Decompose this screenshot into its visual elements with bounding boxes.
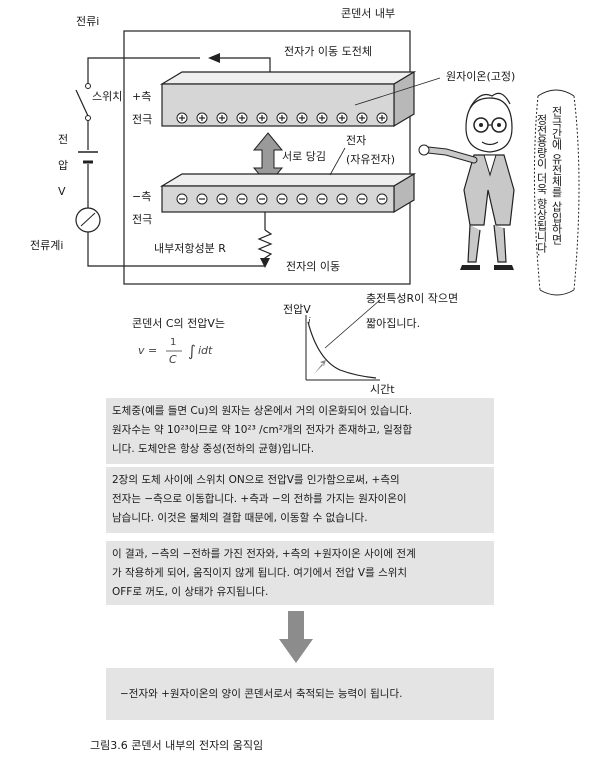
capacitor-diagram: v = 1 C ∫ idt i (75, 30, 580, 381)
paragraph-1: 도체중(예를 들면 Cu)의 원자는 상온에서 거의 이온화되어 있습니다. 원… (106, 398, 494, 464)
plus-electrode-label: 전극 (132, 113, 153, 126)
switch-label: 스위치 (92, 90, 123, 103)
capacitor-inside-title: 콘덴서 내부 (341, 7, 396, 20)
speech-text-line2: 정전용량이 더욱 향상됩니다. (535, 114, 548, 257)
ammeter-label: 전류계i (30, 239, 64, 252)
attraction-label: 서로 당김 (282, 150, 326, 163)
formula-integral: ∫ (188, 342, 196, 360)
formula-numerator: 1 (170, 337, 176, 348)
voltage-label-2: 압 (58, 159, 69, 172)
speech-bubble (533, 95, 580, 291)
capacitor-enclosure (123, 30, 411, 285)
professor-character-icon (418, 92, 515, 270)
electron-flow-arrow-icon (260, 258, 270, 268)
paragraph-1-line-2: 원자수는 약 10²³이므로 약 10²³ /cm²개의 전자가 존재하고, 일… (112, 424, 413, 436)
switch-contact-top (85, 83, 91, 89)
resistor-icon (257, 229, 273, 266)
conclusion-text: −전자와 +원자이온의 양이 콘덴서로서 축적되는 능력이 됩니다. (120, 688, 403, 700)
paragraph-2-line-1: 2장의 도체 사이에 스위치 ON으로 전압V를 인가함으로써, +측의 (112, 474, 400, 486)
current-label: 전류i (76, 15, 100, 28)
ammeter-needle (80, 212, 96, 227)
paragraph-3-line-2: 가 작용하게 되어, 움직이지 않게 됩니다. 여기에서 전압 V를 스위치 (112, 567, 408, 579)
paragraph-3-line-1: 이 결과, −측의 −전하를 가진 전자와, +측의 +원자이온 사이에 전계 (112, 548, 416, 560)
formula-v: v = (138, 344, 157, 357)
paragraph-3-line-3: OFF로 꺼도, 이 상태가 유지됩니다. (112, 586, 269, 598)
leader-atom-ion (354, 77, 441, 106)
wire-top (87, 57, 200, 84)
minus-plate-top-face (159, 173, 417, 187)
speech-bubble-ends (537, 89, 575, 296)
figure-caption: 그림3.6 콘덴서 내부의 전자의 움직임 (90, 739, 264, 752)
electron-move-conductor-label: 전자가 이동 도전체 (284, 45, 372, 58)
internal-resistance-label: 내부저항성분 R (154, 242, 226, 255)
free-electron-label: (자유전자) (346, 153, 396, 166)
electron-row (176, 193, 388, 205)
charge-note-label-2: 짧아집니다. (366, 317, 421, 330)
paragraph-2-line-2: 전자는 −측으로 이동합니다. +측과 −의 전하를 가지는 원자이온이 (112, 493, 407, 505)
paragraph-2-line-3: 남습니다. 이것은 물체의 결합 때문에, 이동할 수 없습니다. (112, 512, 368, 524)
charge-note-label: 충전특성R이 작으면 (366, 292, 459, 305)
plus-plate-top-face (159, 71, 417, 85)
graph-ylabel: 전압V (283, 303, 311, 316)
wire-bottom (87, 232, 265, 267)
atom-ion-row (176, 112, 388, 124)
paragraph-1-line-1: 도체중(예를 들면 Cu)의 원자는 상온에서 거의 이온화되어 있습니다. (112, 405, 413, 417)
formula-denominator: C (169, 353, 177, 366)
leader-charge-note (324, 299, 381, 349)
graph-xlabel: 시간t (370, 383, 395, 396)
capacitor-voltage-label: 콘덴서 C의 전압V는 (132, 317, 226, 330)
voltage-label-1: 전 (58, 133, 69, 146)
paragraph-2: 2장의 도체 사이에 스위치 ON으로 전압V를 인가함으로써, +측의 전자는… (106, 467, 494, 533)
minus-electrode-label: 전극 (132, 213, 153, 226)
conclusion-box: −전자와 +원자이온의 양이 콘덴서로서 축적되는 능력이 됩니다. (106, 668, 494, 720)
paragraph-3: 이 결과, −측의 −전하를 가진 전자와, +측의 +원자이온 사이에 전계 … (106, 541, 494, 605)
speech-text-line1: 전극간에 유전체를 삽입하면 (550, 106, 563, 245)
atom-ion-fixed-label: 원자이온(고정) (446, 70, 516, 83)
charging-curve (307, 321, 377, 379)
wire-plate-top (220, 57, 271, 76)
switch-contact-bottom (85, 115, 91, 121)
graph-y-unit: i (308, 317, 311, 327)
voltage-label-3: V (58, 185, 66, 198)
leader-electron (329, 147, 346, 176)
current-arrow-icon (208, 53, 220, 63)
switch-blade (75, 89, 89, 117)
plus-side-label: +측 (132, 90, 152, 103)
down-arrow-icon (279, 611, 313, 663)
formula-integrand: idt (198, 344, 213, 357)
electron-label: 전자 (346, 134, 367, 147)
minus-side-label: −측 (132, 190, 152, 203)
graph-arrow-icon (314, 360, 326, 374)
paragraph-1-line-3: 니다. 도체안은 항상 중성(전하의 균형)입니다. (112, 443, 315, 455)
electron-move-label: 전자의 이동 (286, 260, 341, 273)
